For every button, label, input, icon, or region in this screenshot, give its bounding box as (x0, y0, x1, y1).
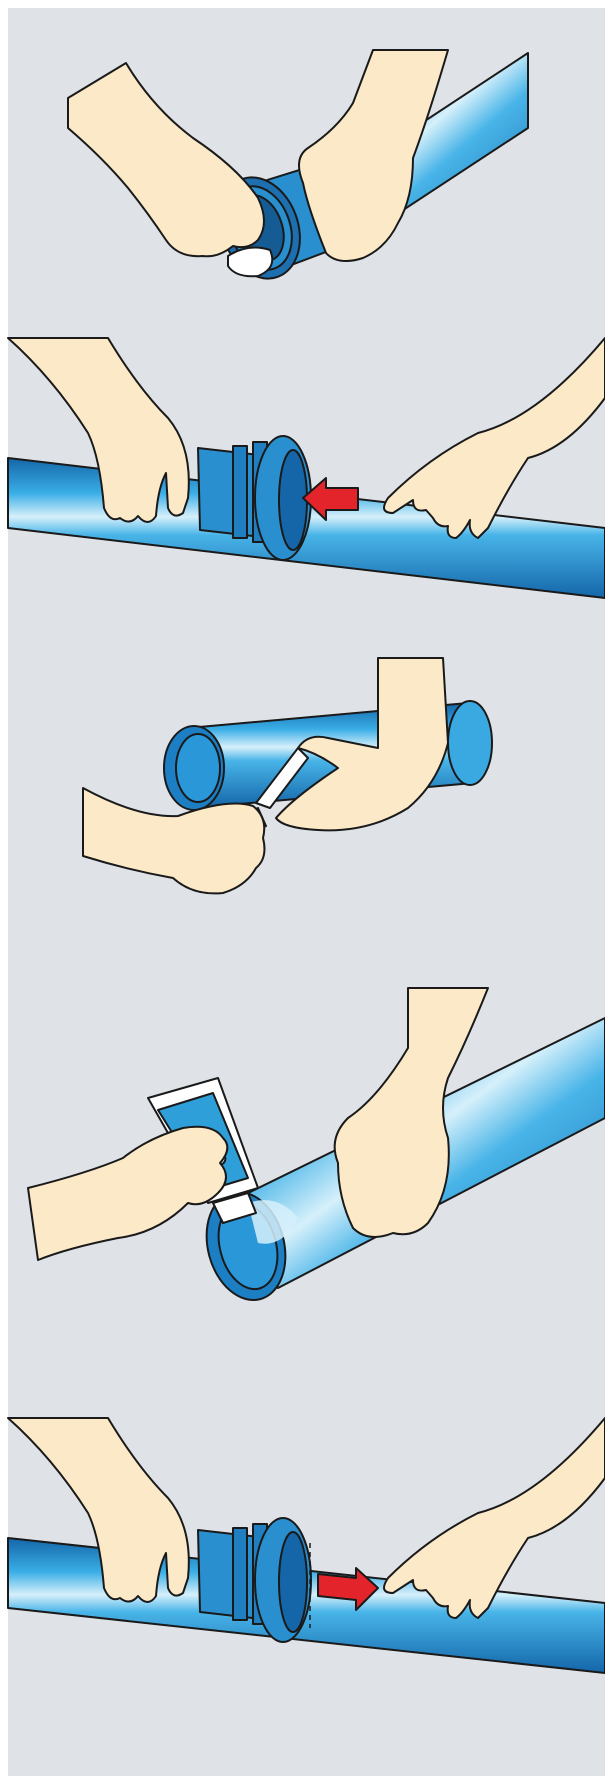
step-4-illustration (8, 988, 605, 1358)
step-2-illustration (8, 338, 605, 638)
cleaning-cloth (228, 248, 272, 277)
step-1-illustration (8, 8, 605, 328)
step-5-illustration (8, 1398, 605, 1728)
right-hand (276, 658, 448, 830)
right-hand (384, 338, 605, 538)
step-3-illustration (8, 658, 605, 978)
step-4-apply-lubricant (8, 988, 605, 1358)
step-5-pull-pipe (8, 1398, 605, 1728)
right-hand (384, 1418, 605, 1618)
left-hand (68, 63, 264, 256)
step-1-clean-socket (8, 8, 605, 328)
step-3-chamfer-pipe (8, 658, 605, 978)
left-hand (83, 788, 264, 893)
step-2-insert-pipe (8, 338, 605, 638)
left-hand (28, 1127, 227, 1260)
instruction-panel (8, 8, 605, 1776)
